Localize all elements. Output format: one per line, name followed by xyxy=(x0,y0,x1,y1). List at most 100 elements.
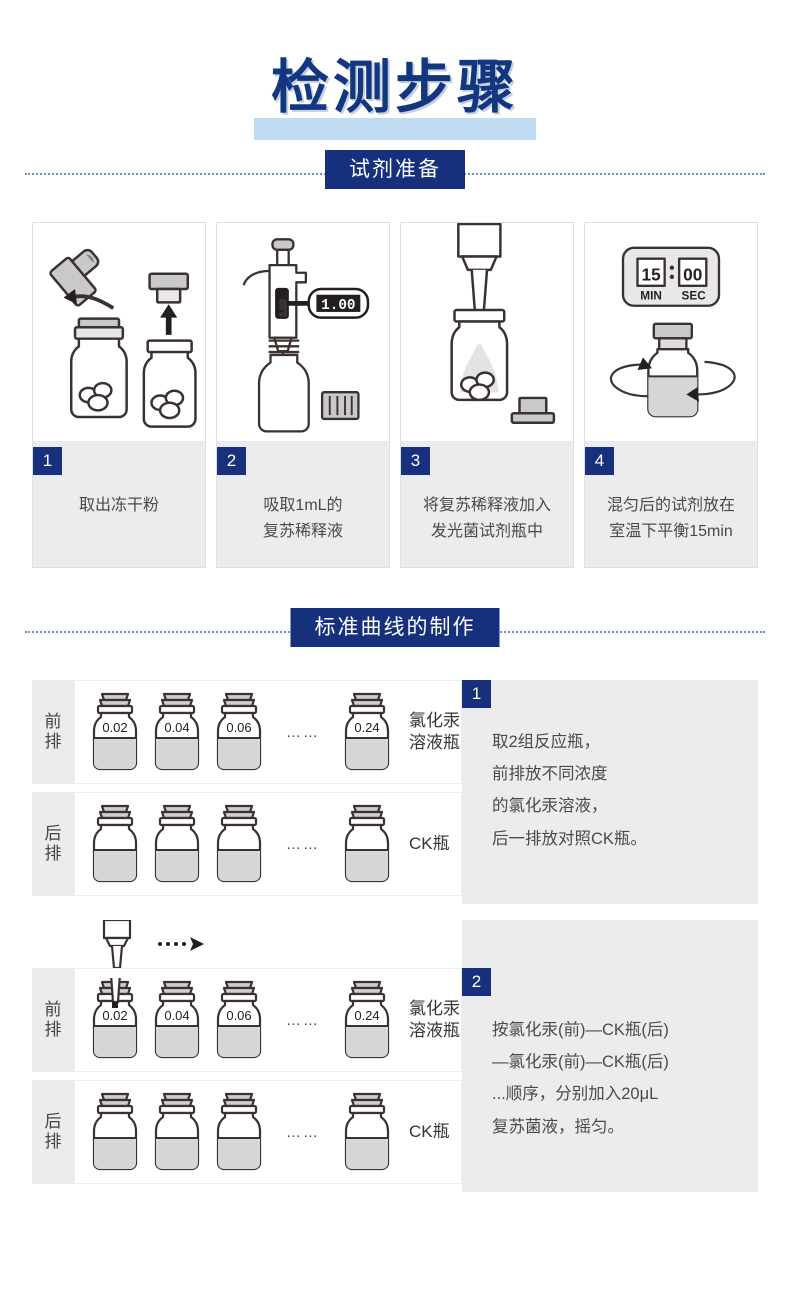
curve-text-line: 复苏菌液，摇匀。 xyxy=(492,1117,624,1136)
vial-concentration-label: 0.02 xyxy=(102,1008,127,1023)
vial-icon xyxy=(92,804,138,883)
row-name-line: CK瓶 xyxy=(409,833,450,853)
vial-concentration-label: 0.24 xyxy=(354,1008,379,1023)
step-caption-line: 吸取1mL的 xyxy=(263,497,343,514)
row-label-char: 后 xyxy=(44,824,62,844)
section-header-reagent-prep: 试剂准备 xyxy=(25,150,765,196)
step-card-2[interactable]: 1.00 1.00 xyxy=(216,222,390,568)
pipette-tip-icon xyxy=(102,920,204,968)
vial-concentration-label: 0.24 xyxy=(354,720,379,735)
step-caption-line: 发光菌试剂瓶中 xyxy=(430,523,543,541)
step-caption-line: 混匀后的试剂放在 xyxy=(606,497,735,514)
step-badge-1: 1 xyxy=(33,447,62,475)
row-label-front: 前 排 xyxy=(32,968,74,1072)
vial-row-body: …… CK瓶 xyxy=(74,792,462,896)
title-underline-band xyxy=(254,118,536,140)
timer-vial-mix-icon: 15 00 MIN SEC xyxy=(610,246,736,418)
step-1-figure xyxy=(33,223,205,441)
vial-icon xyxy=(216,804,262,883)
curve-text-line: ...顺序，分别加入20μL xyxy=(492,1085,659,1104)
reagent-prep-steps: 1 取出冻干粉 1.00 1.00 xyxy=(0,222,790,568)
row-label-back: 后 排 xyxy=(32,792,74,896)
vial-row-front-2: 前 排 0.02 xyxy=(32,968,462,1072)
step-4-figure: 15 00 MIN SEC xyxy=(585,223,757,441)
curve-text-line: 按氯化汞(前)—CK瓶(后) xyxy=(492,1021,669,1039)
step-card-4[interactable]: 15 00 MIN SEC 4 xyxy=(584,222,758,568)
row-name-line: 溶液瓶 xyxy=(409,1021,460,1040)
page-title-wrap: 检测步骤 xyxy=(0,0,790,140)
step-badge-2: 2 xyxy=(217,447,246,475)
vial-ellipsis: …… xyxy=(286,723,320,741)
row-name-front: 氯化汞 溶液瓶 xyxy=(409,710,460,754)
row-label-back: 后 排 xyxy=(32,1080,74,1184)
curve-block-1: 前 排 0.02 xyxy=(32,680,758,904)
curve-block-1-text-panel: 1 取2组反应瓶， 前排放不同浓度 的氯化汞溶液， 后一排放对照CK瓶。 xyxy=(462,680,758,904)
step-3-figure xyxy=(401,223,573,441)
curve-badge-1: 1 xyxy=(462,680,491,708)
vial-icon-with-pipette: 0.02 xyxy=(92,978,138,1059)
vial-icon xyxy=(92,1092,138,1171)
vial-icon xyxy=(154,1092,200,1171)
step-caption-line: 室温下平衡15min xyxy=(609,523,733,541)
timer-minutes: 15 xyxy=(642,264,662,284)
step-caption-2: 吸取1mL的 复苏稀释液 xyxy=(217,475,389,567)
curve-text-line: 后一排放对照CK瓶。 xyxy=(492,829,647,848)
row-label-front: 前 排 xyxy=(32,680,74,784)
vial-icon: 0.02 xyxy=(92,692,138,771)
pipette-transfer-indicator xyxy=(32,920,462,968)
vial-icon: 0.24 xyxy=(344,980,390,1059)
step-caption-line: 将复苏稀释液加入 xyxy=(422,497,551,514)
row-label-char: 前 xyxy=(44,1000,62,1020)
curve-text-line: 取2组反应瓶， xyxy=(492,733,601,751)
row-label-char: 排 xyxy=(44,844,62,863)
row-name-line: 溶液瓶 xyxy=(409,733,460,752)
vial-icon: 0.24 xyxy=(344,692,390,771)
vial-icon: 0.06 xyxy=(216,692,262,771)
timer-seconds: 00 xyxy=(683,264,702,284)
step-badge-3: 3 xyxy=(401,447,430,475)
svg-text:1.00: 1.00 xyxy=(321,298,355,314)
step-caption-4: 混匀后的试剂放在 室温下平衡15min xyxy=(585,475,757,567)
vial-ellipsis: …… xyxy=(286,1011,320,1029)
curve-block-2-rows: 前 排 0.02 xyxy=(32,920,462,1192)
step-caption-line: 取出冻干粉 xyxy=(78,497,159,514)
row-name-line: CK瓶 xyxy=(409,1121,450,1141)
row-name-back: CK瓶 xyxy=(409,833,450,855)
section-label-standard-curve: 标准曲线的制作 xyxy=(290,608,500,647)
row-name-line: 氯化汞 xyxy=(409,710,460,730)
page-title: 检测步骤 xyxy=(270,53,519,121)
vial-concentration-label: 0.04 xyxy=(164,1008,189,1023)
row-label-char: 排 xyxy=(44,1020,62,1039)
step-caption-3: 将复苏稀释液加入 发光菌试剂瓶中 xyxy=(401,475,573,567)
curve-badge-2: 2 xyxy=(462,968,491,996)
vial-row-back-1: 后 排 xyxy=(32,792,462,896)
step-caption-line: 复苏稀释液 xyxy=(262,523,343,541)
vial-cap-removal-icon xyxy=(49,248,197,428)
vial-row-body: 0.02 0.04 xyxy=(74,968,462,1072)
curve-text-line: —氯化汞(前)—CK瓶(后) xyxy=(492,1053,669,1072)
row-label-char: 后 xyxy=(44,1112,62,1132)
row-label-char: 排 xyxy=(44,1132,62,1151)
step-card-1[interactable]: 1 取出冻干粉 xyxy=(32,222,206,568)
vial-row-body: 0.02 0.04 xyxy=(74,680,462,784)
section-header-standard-curve: 标准曲线的制作 xyxy=(25,608,765,654)
vial-icon xyxy=(344,804,390,883)
vial-row-body: …… CK瓶 xyxy=(74,1080,462,1184)
svg-text:1.00: 1.00 xyxy=(278,300,288,317)
vial-concentration-label: 0.02 xyxy=(102,720,127,735)
vial-ellipsis: …… xyxy=(286,835,320,853)
curve-block-2: 前 排 0.02 xyxy=(32,920,758,1192)
vial-icon: 0.04 xyxy=(154,692,200,771)
step-caption-1: 取出冻干粉 xyxy=(33,475,205,567)
row-name-front: 氯化汞 溶液瓶 xyxy=(409,998,460,1042)
vial-icon: 0.06 xyxy=(216,980,262,1059)
dotted-arrow-icon xyxy=(158,937,204,951)
vial-concentration-label: 0.06 xyxy=(226,1008,251,1023)
step-badge-4: 4 xyxy=(585,447,614,475)
row-name-line: 氯化汞 xyxy=(409,998,460,1018)
pipette-dispense-icon xyxy=(450,223,556,425)
section-label-reagent-prep: 试剂准备 xyxy=(325,150,465,189)
vial-row-front-1: 前 排 0.02 xyxy=(32,680,462,784)
step-card-3[interactable]: 3 将复苏稀释液加入 发光菌试剂瓶中 xyxy=(400,222,574,568)
micropipette-icon: 1.00 1.00 xyxy=(242,238,370,433)
